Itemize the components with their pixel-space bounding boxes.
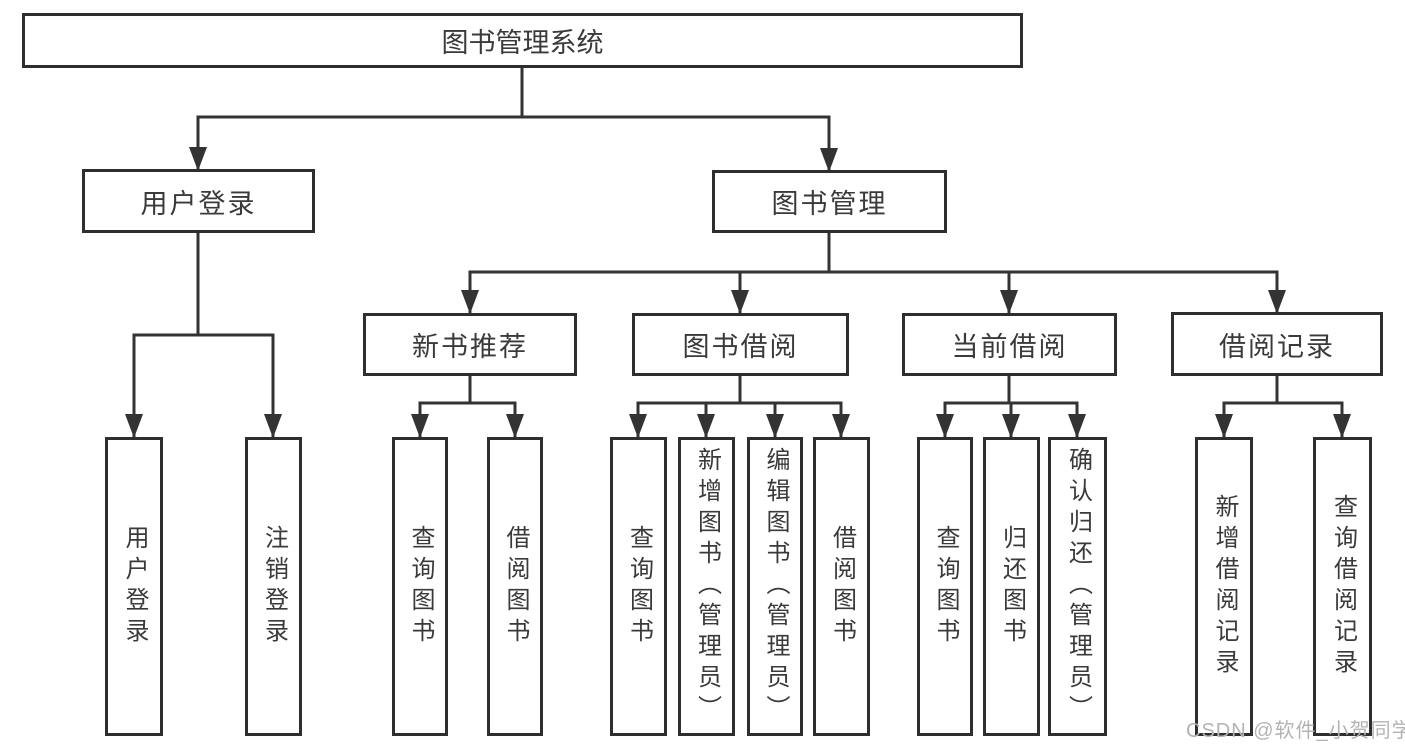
leaf-borrow-books-borrow: 借阅图书 [813, 437, 870, 736]
leaf-edit-book-admin: 编辑图书（管理员） [747, 437, 803, 736]
node-new-book-recommend: 新书推荐 [363, 313, 577, 376]
connector-borrow-records [1215, 374, 1351, 440]
leaf-add-book-admin: 新增图书（管理员） [678, 437, 735, 736]
leaf-add-borrow-record: 新增借阅记录 [1195, 437, 1253, 736]
connector-root [189, 66, 838, 174]
leaf-query-books-borrow: 查询图书 [610, 437, 667, 736]
leaf-confirm-return-admin: 确认归还（管理员） [1048, 437, 1107, 736]
node-borrowing-records: 借阅记录 [1171, 312, 1383, 376]
leaf-user-login: 用户登录 [105, 437, 163, 736]
connector-book-borrow [629, 374, 850, 440]
leaf-query-books-recommend: 查询图书 [392, 437, 448, 736]
node-book-management: 图书管理 [712, 170, 947, 233]
leaf-query-borrow-record: 查询借阅记录 [1313, 437, 1372, 736]
node-book-borrowing: 图书借阅 [632, 313, 849, 376]
node-user-login: 用户登录 [82, 169, 315, 233]
connector-current-borrow [936, 374, 1086, 440]
node-root-system: 图书管理系统 [22, 13, 1023, 68]
leaf-borrow-books-recommend: 借阅图书 [487, 437, 543, 736]
leaf-logout: 注销登录 [245, 437, 302, 736]
leaf-return-book: 归还图书 [983, 437, 1040, 736]
leaf-query-books-current: 查询图书 [917, 437, 973, 736]
connector-user-login [125, 231, 282, 440]
connector-book-mgmt [461, 231, 1286, 316]
node-current-borrowing: 当前借阅 [902, 313, 1117, 376]
connector-new-book-rec [411, 374, 524, 440]
